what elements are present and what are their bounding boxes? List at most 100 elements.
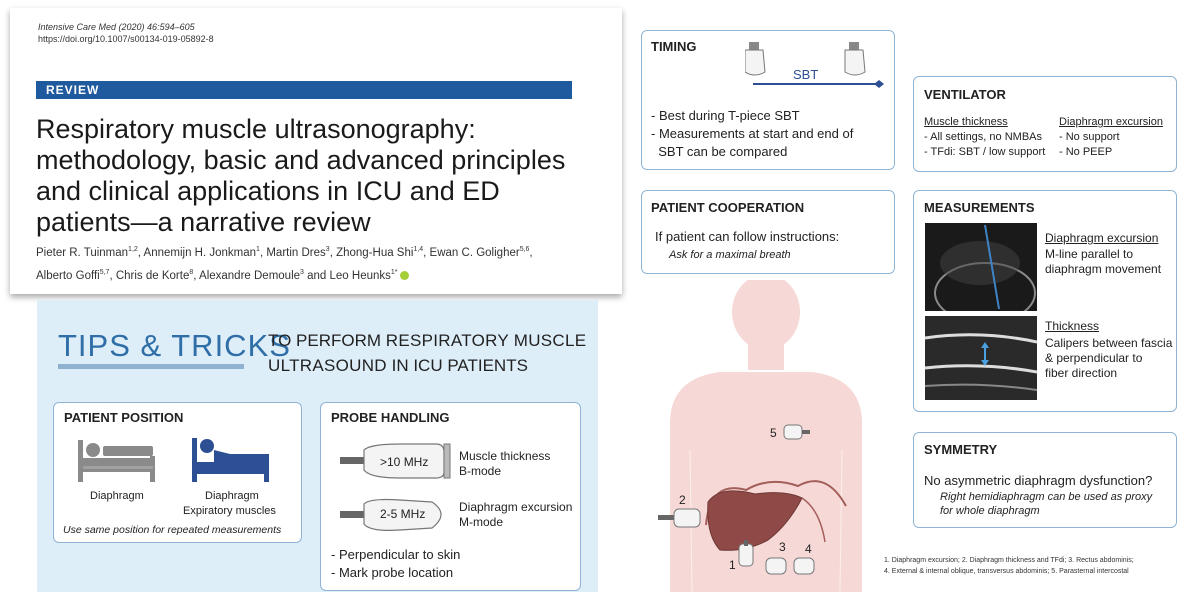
curved-probe-icon [340, 498, 442, 531]
ultrasound-mmode-image [925, 223, 1037, 311]
subtitle-part: RESPIRATORY MUSCLE [385, 331, 587, 350]
timing-line-1: - Best during T-piece SBT [651, 108, 800, 123]
ventilator-col1-line1: - All settings, no NMBAs [924, 131, 1042, 143]
torso-illustration [670, 280, 862, 592]
affiliation-sup: 8 [189, 268, 194, 276]
probe-handling-box [320, 402, 581, 591]
cooperation-box [641, 190, 895, 274]
tips-underline [58, 364, 244, 369]
affiliation-sup: 1,2 [128, 246, 138, 253]
excursion-line-1: M-line parallel to [1045, 247, 1134, 261]
title-line: methodology, basic and advanced principl… [36, 145, 566, 175]
footnote: 1. Diaphragm excursion; 2. Diaphragm thi… [884, 555, 1184, 577]
cooperation-heading: PATIENT COOPERATION [651, 200, 805, 215]
affiliation-sup: 1,4 [413, 246, 424, 253]
probe1-label: Muscle thickness [459, 449, 551, 463]
tips-title: TIPS & TRICKS [58, 328, 291, 363]
paper-title: Respiratory muscle ultrasonography: meth… [36, 114, 596, 238]
measurements-heading: MEASUREMENTS [924, 200, 1035, 215]
author[interactable]: Alberto Goffi [36, 269, 100, 282]
bed-inclined-icon [192, 438, 269, 482]
author[interactable]: Pieter R. Tuinman [36, 246, 129, 259]
sbt-label: SBT [793, 67, 819, 82]
probe2-mode: M-mode [459, 515, 504, 529]
patient-position-heading: PATIENT POSITION [64, 410, 184, 425]
cooperation-line-1: If patient can follow instructions: [655, 229, 840, 244]
title-line: patients—a narrative review [36, 207, 371, 237]
separator: , [529, 246, 533, 259]
position-label-flat: Diaphragm [90, 490, 144, 502]
affiliation-sup: 1 [256, 246, 260, 253]
probe2-label: Diaphragm excursion [459, 500, 573, 514]
thickness-heading: Thickness [1045, 319, 1100, 333]
ventilator-col2-line1: - No support [1059, 131, 1120, 143]
tips-subtitle: TO PERFORM RESPIRATORY MUSCLE ULTRASOUND… [268, 328, 588, 378]
author[interactable]: , Martin Dres [259, 246, 326, 259]
affiliation-sup: 5,7 [99, 268, 110, 276]
affiliation-sup: 3 [300, 268, 304, 276]
symmetry-heading: SYMMETRY [924, 442, 998, 457]
subtitle-part: TO PERFORM [268, 331, 386, 350]
title-line: and clinical applications in ICU and ED [36, 176, 500, 206]
linear-probe-icon [340, 443, 451, 479]
symmetry-line-1: No asymmetric diaphragm dysfunction? [924, 473, 1153, 488]
probe-handling-heading: PROBE HANDLING [331, 410, 450, 425]
orcid-icon[interactable] [399, 271, 409, 281]
subtitle-part: ULTRASOUND [268, 356, 387, 375]
affiliation-sup: 1* [390, 268, 398, 276]
timing-heading: TIMING [651, 39, 697, 54]
author[interactable]: , Annemijn H. Jonkman [137, 246, 257, 259]
thickness-line-2: & perpendicular to [1045, 351, 1143, 365]
ultrasound-bmode-image [925, 316, 1037, 400]
probe1-frequency: >10 MHz [380, 455, 429, 469]
journal-citation: Intensive Care Med (2020) 46:594–605 [38, 22, 195, 32]
ventilator-col2-head: Diaphragm excursion [1059, 116, 1163, 128]
author-list: Pieter R. Tuinman1,2, Annemijn H. Jonkma… [36, 240, 596, 286]
title-line: Respiratory muscle ultrasonography: [36, 114, 476, 144]
excursion-line-2: diaphragm movement [1045, 262, 1162, 276]
affiliation-sup: 5,6 [519, 246, 530, 253]
timing-line-3: SBT can be compared [651, 144, 788, 159]
affiliation-sup: 3 [325, 246, 330, 253]
position-label-expiratory: Expiratory muscles [183, 505, 276, 517]
probe-marker-1 [738, 540, 754, 567]
ventilator-box [913, 76, 1177, 172]
subtitle-part: IN ICU PATIENTS [386, 356, 528, 375]
timing-line-2: - Measurements at start and end of [651, 126, 854, 141]
ventilator-col1-line2: - TFdi: SBT / low support [924, 146, 1046, 158]
position-note: Use same position for repeated measureme… [63, 524, 282, 536]
probe-tip-mark: - Mark probe location [331, 565, 454, 580]
doi-link[interactable]: https://doi.org/10.1007/s00134-019-05892… [38, 34, 214, 44]
site-label-4: 4 [805, 542, 812, 556]
probe2-frequency: 2-5 MHz [380, 507, 426, 521]
footnote-line: 4. External & internal oblique, transver… [884, 568, 1129, 575]
position-label-inclined: Diaphragm [205, 490, 259, 502]
symmetry-box [913, 432, 1177, 528]
ventilator-col2-line2: - No PEEP [1059, 146, 1113, 158]
probe-tip-perpendicular: - Perpendicular to skin [331, 547, 461, 562]
excursion-heading: Diaphragm excursion [1045, 231, 1159, 245]
author[interactable]: , Zhong-Hua Shi [329, 246, 414, 259]
footnote-line: 1. Diaphragm excursion; 2. Diaphragm thi… [884, 557, 1134, 564]
symmetry-line-3: for whole diaphragm [940, 505, 1040, 517]
author[interactable]: , Alexandre Demoule [193, 269, 301, 282]
cooperation-line-2: Ask for a maximal breath [669, 249, 791, 261]
probe-marker-3-4 [765, 557, 815, 575]
paper-header-card [10, 8, 622, 294]
site-label-2: 2 [679, 493, 686, 507]
section-bar: REVIEW [36, 81, 572, 99]
probe-marker-2 [658, 508, 701, 528]
ventilator-col1-head: Muscle thickness [924, 116, 1008, 128]
site-label-5: 5 [770, 426, 777, 440]
thickness-line-1: Calipers between fascia [1045, 336, 1173, 350]
probe1-mode: B-mode [459, 464, 502, 478]
thickness-line-3: fiber direction [1045, 366, 1118, 380]
symmetry-line-2: Right hemidiaphragm can be used as proxy [940, 491, 1153, 503]
sbt-timeline [745, 42, 884, 88]
site-label-1: 1 [729, 558, 736, 572]
site-label-3: 3 [779, 540, 786, 554]
author[interactable]: , Chris de Korte [109, 269, 190, 282]
bed-flat-icon [78, 440, 155, 482]
author[interactable]: and Leo Heunks [303, 269, 391, 282]
author[interactable]: , Ewan C. Goligher [423, 246, 520, 259]
